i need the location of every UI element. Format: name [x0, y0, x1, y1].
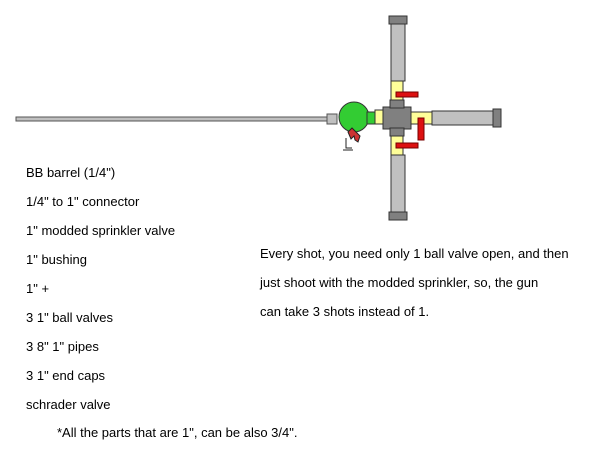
- end-cap-right: [492, 108, 502, 128]
- bb-barrel: [15, 116, 329, 122]
- description-line: just shoot with the modded sprinkler, so…: [260, 275, 539, 290]
- parts-list-item: 1/4" to 1" connector: [26, 194, 140, 209]
- ball-valve-handle-bottom: [395, 142, 419, 149]
- usage-description: Every shot, you need only 1 ball valve o…: [260, 239, 606, 326]
- ball-valve-handle-right: [417, 117, 425, 141]
- sprinkler-valve-inlet: [366, 111, 376, 125]
- parts-list-item: 1" +: [26, 281, 50, 296]
- end-cap-bottom: [388, 211, 408, 221]
- parts-list-item: 1" modded sprinkler valve: [26, 223, 176, 238]
- parts-list-item: 3 1" ball valves: [26, 310, 113, 325]
- bushing: [374, 109, 384, 125]
- pipe-top: [390, 22, 406, 82]
- pipe-right: [431, 110, 495, 126]
- cross-fitting-bottom: [389, 127, 405, 137]
- parts-list: BB barrel (1/4") 1/4" to 1" connector 1"…: [26, 158, 175, 419]
- parts-list-item: schrader valve: [26, 397, 111, 412]
- pipe-bottom: [390, 154, 406, 214]
- footnote: *All the parts that are 1", can be also …: [57, 425, 298, 440]
- parts-list-item: BB barrel (1/4"): [26, 165, 116, 180]
- parts-list-item: 3 8" 1" pipes: [26, 339, 99, 354]
- description-line: Every shot, you need only 1 ball valve o…: [260, 246, 569, 261]
- ball-valve-handle-top: [395, 91, 419, 98]
- parts-list-item: 1" bushing: [26, 252, 87, 267]
- schrader-valve-stem: [343, 138, 353, 151]
- description-line: can take 3 shots instead of 1.: [260, 304, 430, 319]
- cross-fitting-top: [389, 99, 405, 109]
- end-cap-top: [388, 15, 408, 25]
- barrel-connector: [326, 113, 338, 125]
- cross-fitting: [382, 106, 412, 130]
- schrader-valve: [347, 127, 361, 143]
- parts-list-item: 3 1" end caps: [26, 368, 106, 383]
- sprinkler-valve: [338, 101, 370, 133]
